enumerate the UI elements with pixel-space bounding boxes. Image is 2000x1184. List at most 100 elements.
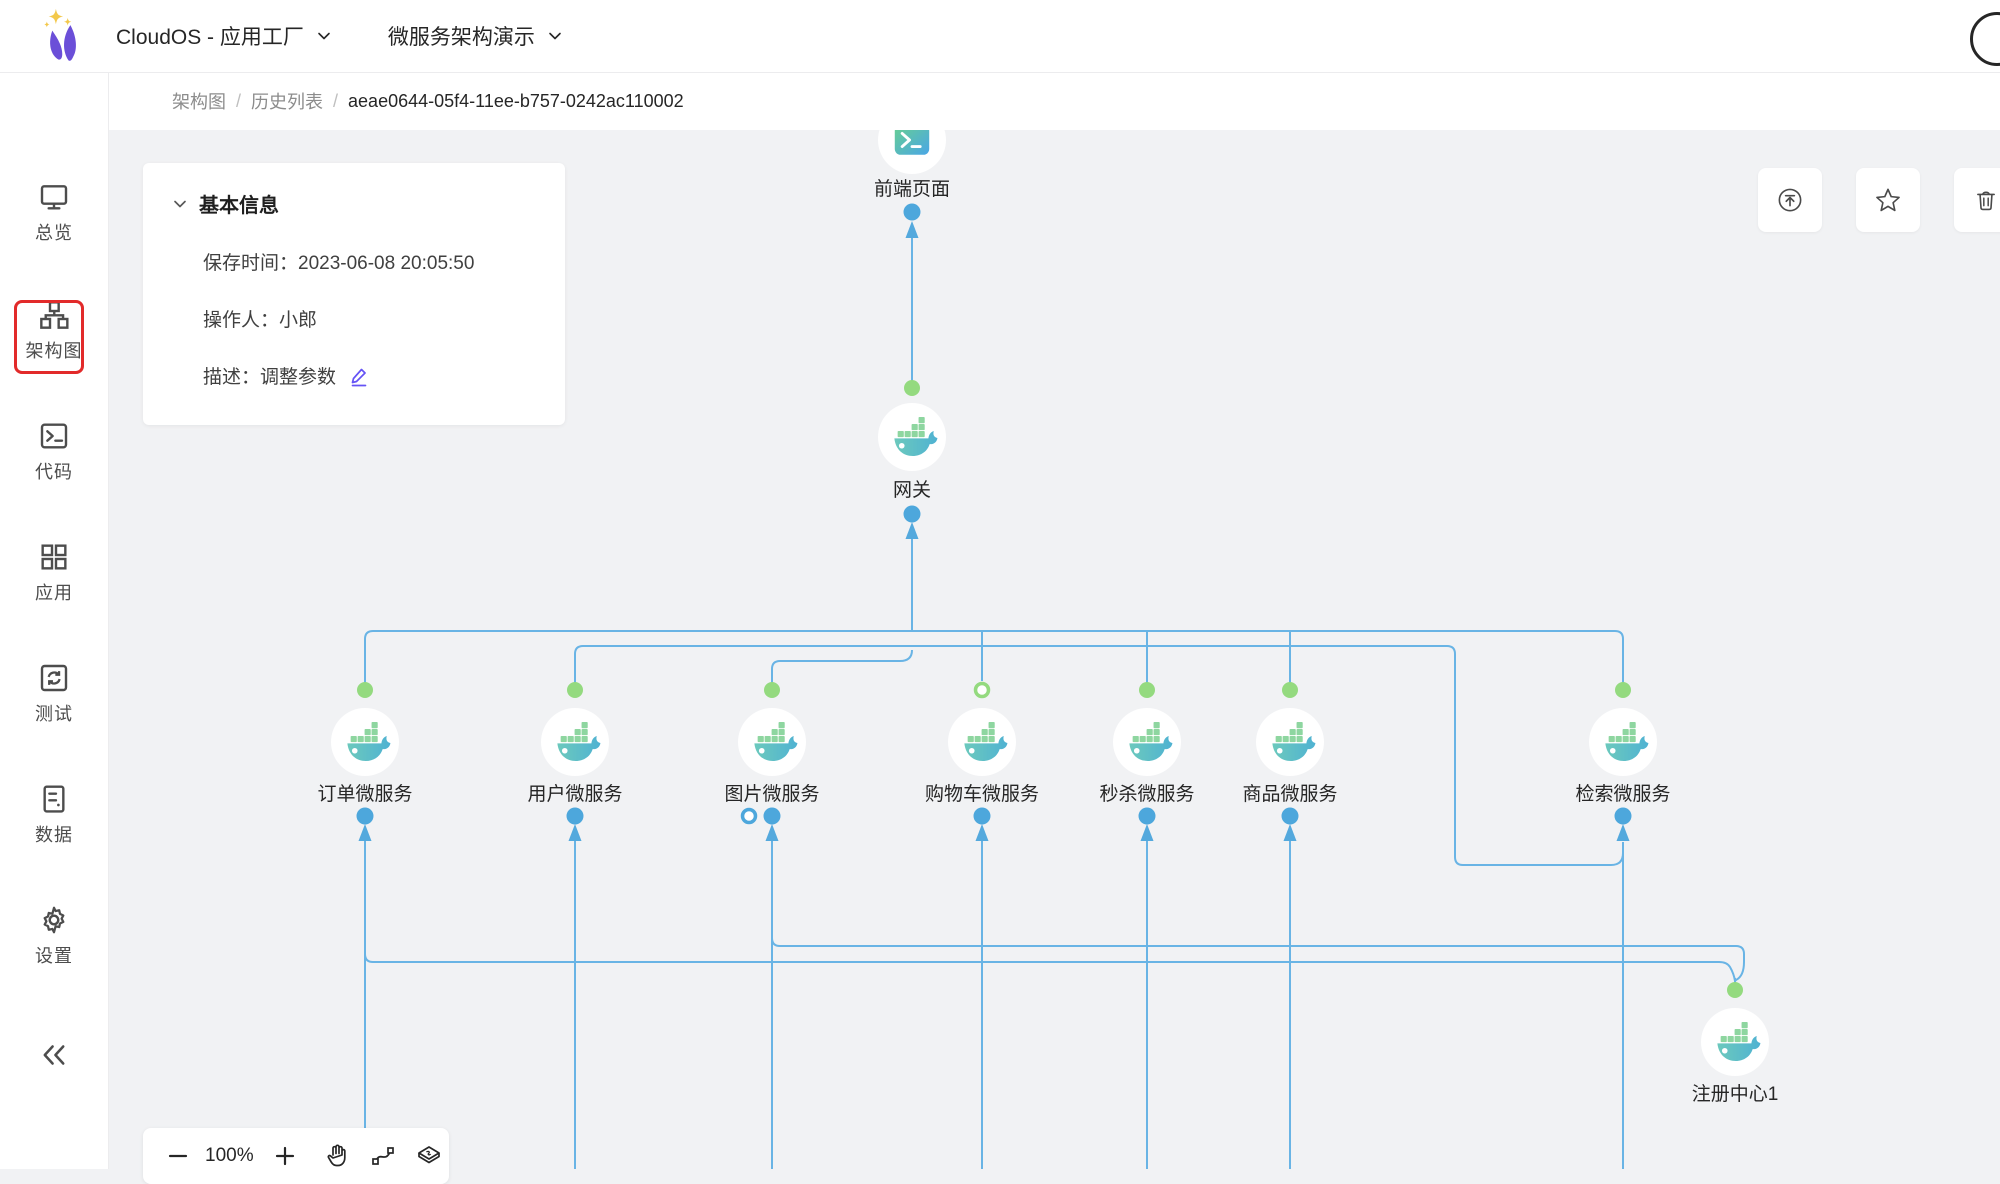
node-user-service[interactable]: 用户微服务 (527, 708, 623, 805)
sidebar-item-label: 总览 (35, 223, 73, 243)
sidebar-item-architecture[interactable]: 架构图 (0, 299, 108, 363)
sidebar-item-code[interactable]: 代码 (0, 420, 108, 484)
port-blue (356, 807, 374, 825)
plus-icon (275, 1146, 294, 1166)
sidebar-item-label: 数据 (35, 825, 73, 845)
database-icon (43, 785, 65, 813)
diagram-canvas[interactable]: 前端页面网关订单微服务 用户微服务图片微服务 购物车微服务 秒杀微服务商品微服务 检索微… (108, 130, 2000, 1184)
node-search-service[interactable]: 检索微服务 (1575, 708, 1671, 805)
port-blue (1281, 807, 1299, 825)
port-green (1727, 982, 1743, 998)
curve-path-icon (371, 1147, 394, 1165)
workspace-title: 微服务架构演示 (387, 26, 535, 49)
sidebar-item-data[interactable]: 数据 (0, 783, 108, 847)
port-green (1139, 682, 1155, 698)
port-blue (763, 807, 781, 825)
zoom-out-button[interactable] (165, 1143, 191, 1169)
node-cart-service[interactable]: 购物车微服务 (925, 708, 1039, 805)
edge-path-tool-button[interactable] (370, 1143, 396, 1169)
layers-tool-button[interactable] (416, 1143, 442, 1169)
sidebar-item-test[interactable]: 测试 (0, 662, 108, 726)
minus-icon (168, 1154, 188, 1158)
breadcrumb-link[interactable]: 架构图 (172, 92, 226, 112)
favorite-button[interactable] (1856, 168, 1920, 232)
info-field-text: 操作人：小郎 (203, 310, 318, 331)
node-product-service[interactable]: 商品微服务 (1242, 708, 1338, 805)
trash-icon (1977, 191, 1995, 211)
product-title: CloudOS - 应用工厂 (116, 26, 304, 49)
info-field-text: 描述：调整参数 (203, 367, 337, 388)
port-blue (903, 505, 921, 523)
zoom-toolbar: 100% (143, 1128, 449, 1184)
sidebar-item-overview[interactable]: 总览 (0, 181, 108, 245)
node-label: 购物车微服务 (925, 783, 1039, 805)
sidebar-item-apps[interactable]: 应用 (0, 541, 108, 605)
workspace-title-dropdown[interactable]: 微服务架构演示 (388, 21, 563, 51)
port-blue (1614, 807, 1632, 825)
port-green (1615, 682, 1631, 698)
node-order-service[interactable]: 订单微服务 (317, 708, 413, 805)
info-field-描述: 描述：调整参数 (203, 362, 565, 389)
sidebar-item-label: 设置 (35, 946, 73, 966)
edge-arrowhead (1140, 824, 1154, 841)
collapse-caret-icon[interactable] (171, 195, 189, 213)
node-image-service[interactable]: 图片微服务 (724, 708, 820, 805)
sidebar-item-label: 架构图 (25, 341, 83, 361)
breadcrumb-current: aeae0644-05f4-11ee-b757-0242ac110002 (348, 90, 684, 111)
sidebar-item-label: 应用 (35, 583, 73, 603)
graph-edge (771, 937, 1745, 982)
port-blue (566, 807, 584, 825)
graph-edge (364, 953, 1736, 982)
orgchart-icon (40, 301, 69, 329)
refresh-icon (40, 664, 68, 692)
publish-button[interactable] (1758, 168, 1822, 232)
chevron-down-icon (318, 32, 330, 40)
graph-edge (771, 649, 913, 686)
info-field-操作人: 操作人：小郎 (203, 305, 565, 332)
grid-icon (41, 544, 67, 570)
port-green (1282, 682, 1298, 698)
cloudos-logo-icon (44, 8, 76, 61)
port-green (764, 682, 780, 698)
node-label: 图片微服务 (724, 783, 819, 805)
port-blue (903, 203, 921, 221)
node-registry-center[interactable]: 注册中心1 (1692, 1008, 1779, 1105)
delete-button[interactable] (1954, 168, 2000, 232)
info-field-保存时间: 保存时间：2023-06-08 20:05:50 (203, 248, 565, 275)
edge-arrowhead (905, 522, 919, 539)
port-blue (1138, 807, 1156, 825)
help-circle-icon[interactable] (1970, 12, 2000, 66)
sidebar-item-settings[interactable]: 设置 (0, 904, 108, 968)
breadcrumb-link[interactable]: 历史列表 (251, 92, 324, 112)
sidebar-item-label: 测试 (35, 704, 73, 724)
sidebar-collapse-button[interactable] (0, 1038, 108, 1072)
monitor-icon (40, 185, 68, 210)
node-label: 注册中心1 (1692, 1083, 1779, 1105)
node-label: 前端页面 (874, 178, 950, 200)
double-chevron-left-icon (43, 1045, 65, 1065)
node-seckill-service[interactable]: 秒杀微服务 (1099, 708, 1195, 805)
action-button-group (1758, 168, 2000, 232)
pan-tool-button[interactable] (324, 1143, 350, 1169)
gear-icon (43, 906, 65, 934)
breadcrumb: 架构图 / 历史列表 / aeae0644-05f4-11ee-b757-0242ac1… (172, 88, 684, 114)
node-gateway[interactable]: 网关 (878, 403, 946, 501)
breadcrumb-separator: / (333, 90, 339, 111)
breadcrumb-separator: / (236, 90, 242, 111)
upload-circle-icon (1778, 188, 1802, 212)
edge-arrowhead (1283, 824, 1297, 841)
node-frontend-page[interactable]: 前端页面 (874, 130, 950, 200)
star-icon (1876, 188, 1900, 212)
architecture-graph: 前端页面网关订单微服务 用户微服务图片微服务 购物车微服务 秒杀微服务商品微服务 检索微… (317, 130, 1779, 1169)
top-header: CloudOS - 应用工厂 微服务架构演示 (0, 0, 2000, 73)
edge-arrowhead (975, 824, 989, 841)
node-label: 网关 (893, 479, 931, 501)
port-green (567, 682, 583, 698)
port-blue (973, 807, 991, 825)
product-title-dropdown[interactable]: CloudOS - 应用工厂 (116, 21, 332, 51)
chevron-down-icon (549, 32, 561, 40)
zoom-in-button[interactable] (272, 1143, 298, 1169)
graph-edge (364, 630, 1624, 686)
edit-pencil-icon[interactable] (348, 365, 370, 387)
